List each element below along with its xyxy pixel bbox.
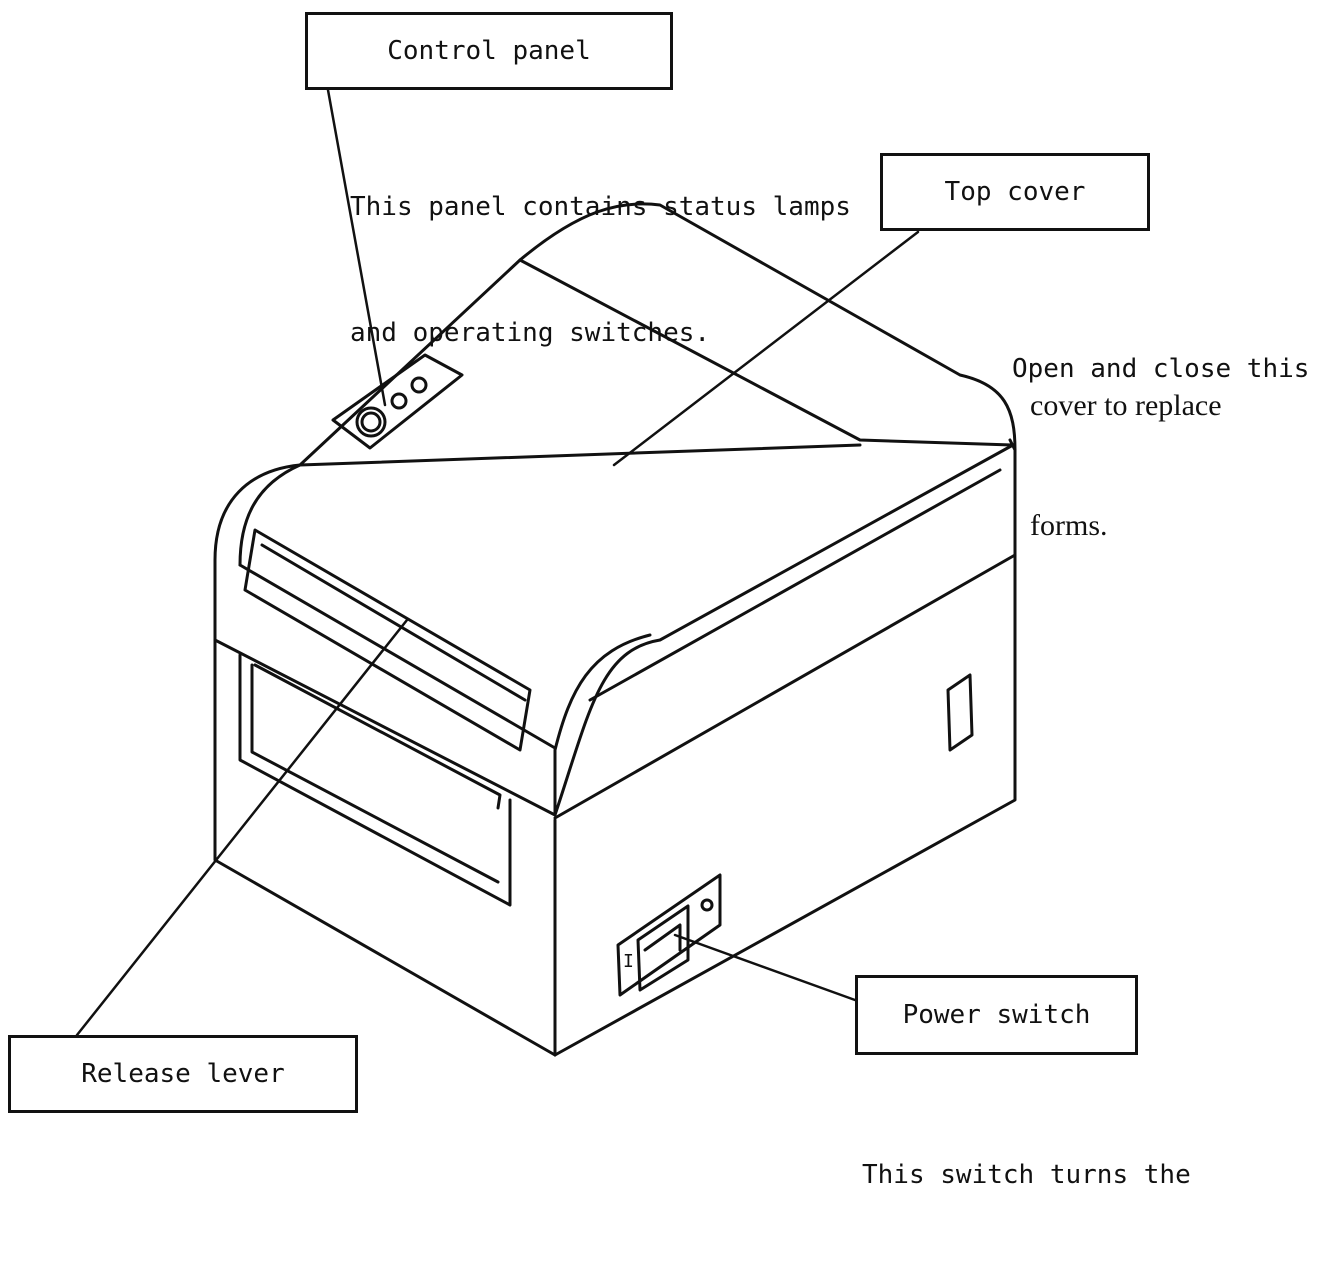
release-lever-label: Release lever bbox=[8, 1035, 358, 1113]
top-cover-description-serif: cover to replace forms. bbox=[1030, 306, 1222, 626]
top-cover-leader bbox=[612, 230, 920, 467]
power-switch-label: Power switch bbox=[855, 975, 1138, 1055]
switch-on-mark: I bbox=[623, 951, 634, 972]
control-panel-shape bbox=[331, 353, 464, 450]
top-cover-desc-line: cover to replace bbox=[1030, 389, 1222, 422]
top-cover-label: Top cover bbox=[880, 153, 1150, 231]
control-panel-desc-line: and operating switches. bbox=[350, 318, 711, 348]
top-cover-title: Top cover bbox=[944, 177, 1086, 207]
status-lamp bbox=[410, 376, 428, 394]
top-cover-desc-line: forms. bbox=[1030, 509, 1108, 542]
printer-line-drawing bbox=[75, 88, 1017, 1057]
printer-diagram: Control panel This panel contains status… bbox=[8, 12, 1309, 1190]
paper-slot bbox=[243, 528, 532, 752]
control-panel-description: This panel contains status lamps and ope… bbox=[350, 102, 851, 438]
top-cover-description: Open and close this bbox=[1012, 264, 1309, 474]
power-switch-shape bbox=[616, 873, 722, 997]
release-lever-title: Release lever bbox=[81, 1059, 285, 1089]
power-switch-desc-line: This switch turns the bbox=[862, 1160, 1191, 1190]
control-panel-label: Control panel bbox=[305, 12, 673, 90]
side-slot bbox=[946, 673, 974, 752]
printer-body bbox=[213, 448, 1017, 1057]
top-cover-desc-line: Open and close this bbox=[1012, 354, 1310, 384]
control-panel-leader bbox=[326, 88, 387, 407]
control-panel-desc-line: This panel contains status lamps bbox=[350, 192, 851, 222]
status-lamp bbox=[390, 392, 408, 410]
release-lever-leader bbox=[75, 618, 409, 1037]
power-switch-leader bbox=[673, 933, 857, 1002]
power-switch-description: This switch turns the bbox=[862, 1070, 1191, 1280]
top-cover-shape bbox=[213, 202, 1017, 817]
control-panel-title: Control panel bbox=[387, 36, 591, 66]
leader-lines bbox=[75, 88, 920, 1037]
power-switch-title: Power switch bbox=[902, 1000, 1091, 1030]
power-button bbox=[355, 406, 387, 438]
